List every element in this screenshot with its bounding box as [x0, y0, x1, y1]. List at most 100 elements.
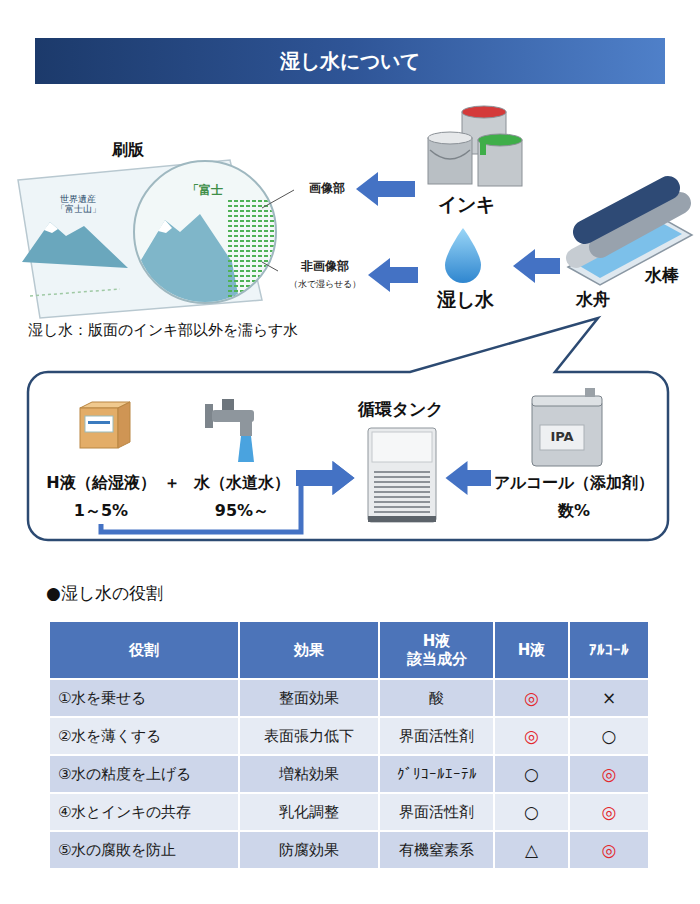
- node-text: 循環タンク: [358, 400, 443, 420]
- table-cell: ○: [495, 756, 568, 792]
- arrow-shaft: [533, 258, 560, 274]
- table-cell: ◎: [495, 718, 568, 754]
- zoom-mountain: [130, 214, 240, 305]
- water-roller: [585, 188, 668, 232]
- table-cell: 有機窒素系: [380, 832, 493, 868]
- ink-drip: [480, 142, 486, 155]
- arrow-head: [368, 258, 390, 292]
- table-cell: 界面活性剤: [380, 718, 493, 754]
- table-cell: 乳化調整: [240, 794, 378, 830]
- ink-cans: [428, 106, 522, 186]
- node-text: 95%～: [215, 502, 269, 520]
- node-text: H液（給湿液）: [46, 474, 155, 492]
- callout-border: [28, 318, 668, 540]
- flow-arrow: [356, 172, 415, 206]
- can-body: [532, 400, 602, 466]
- table-cell: 増粘効果: [240, 756, 378, 792]
- table-cell: ◎: [570, 832, 648, 868]
- ink-item: インキ: [415, 108, 527, 220]
- table-cell: ①水を乗せる: [50, 680, 238, 716]
- arrow-head: [446, 461, 468, 495]
- section-heading: ●湿し水の役割: [46, 583, 163, 603]
- plate-label: 刷版: [112, 140, 144, 159]
- tap-water-item: 水（水道水） 95%～: [188, 392, 296, 524]
- can-lid: [428, 132, 472, 144]
- flow-arrow: [296, 461, 355, 495]
- caption-note: 湿し水：版面のインキ部以外を濡らす水: [28, 321, 298, 339]
- tank-body: [368, 428, 436, 522]
- box-label: [85, 416, 113, 432]
- table-cell: 界面活性剤: [380, 794, 493, 830]
- ipa-can: [532, 388, 602, 466]
- arrow-shaft: [466, 470, 492, 486]
- node-text: 水棒: [645, 266, 679, 286]
- callout-box: H液（給湿液） 1～5% 水（水道水） 95%～ 循環タンク IPAアルコール（添加剤）数…: [28, 372, 668, 540]
- node-text: 数%: [558, 502, 590, 520]
- flow-arrow: [513, 249, 560, 283]
- node-text: IPA: [550, 430, 573, 445]
- arrow-head: [333, 461, 355, 495]
- red-ink: [462, 106, 506, 118]
- flow-arrow: [368, 258, 418, 292]
- table-cell: 酸: [380, 680, 493, 716]
- node-text: 水（水道水）: [194, 474, 290, 492]
- plate-mountain: [22, 222, 128, 268]
- node-text: インキ: [438, 194, 495, 216]
- faucet-handle: [222, 399, 234, 410]
- leader-line: [262, 190, 294, 208]
- can-spout: [585, 388, 595, 397]
- box-band: [88, 421, 110, 424]
- plate-snow: [44, 222, 58, 233]
- can-label: [540, 425, 584, 450]
- non-image-area-label: 非画像部（水で湿らせる）: [282, 257, 368, 294]
- table-cell: ③水の粘度を上げる: [50, 756, 238, 792]
- water-drop: [445, 228, 481, 283]
- table-cell: ④水とインキの共存: [50, 794, 238, 830]
- table-cell: ◎: [495, 680, 568, 716]
- faucet-flange: [205, 404, 213, 428]
- h-liquid-item: H液（給湿液） 1～5%: [40, 392, 162, 524]
- circulation-tank: [368, 428, 436, 522]
- water-stream: [238, 436, 254, 462]
- box-front: [80, 408, 118, 448]
- node-text: 湿し水: [437, 289, 494, 311]
- dampening-water-item: 湿し水: [418, 222, 513, 314]
- table-cell: ｸﾞﾘｺｰﾙｴｰﾃﾙ: [380, 756, 493, 792]
- plus-sign: ＋: [164, 473, 180, 492]
- zoom-snow: [158, 220, 172, 233]
- table-header-cell: 効果: [240, 622, 378, 678]
- table-header-cell: H液: [495, 622, 568, 678]
- plate-print: 世界遺産 「富士山」: [56, 195, 100, 215]
- title-band: 湿し水について: [35, 38, 665, 84]
- alcohol-item: IPAアルコール（添加剤）数%: [491, 392, 657, 524]
- tank-base: [368, 516, 436, 522]
- table-header-cell: H液 該当成分: [380, 622, 493, 678]
- table-cell: 防腐効果: [240, 832, 378, 868]
- node-text: （水で湿らせる）: [289, 279, 361, 289]
- arrow-head: [513, 249, 535, 283]
- table-cell: ⑤水の腐敗を防止: [50, 832, 238, 868]
- table-header-cell: ｱﾙｺｰﾙ: [570, 622, 648, 678]
- tank-grille: [374, 472, 430, 512]
- can-body: [478, 140, 522, 186]
- table-cell: ○: [570, 718, 648, 754]
- arrow-shaft: [388, 267, 418, 283]
- table-header-cell: 役割: [50, 622, 238, 678]
- faucet: [205, 399, 254, 462]
- zoom-content: [130, 200, 288, 305]
- image-dots: [228, 200, 288, 300]
- h-liquid-box: [80, 402, 130, 448]
- arrow-head: [356, 172, 378, 206]
- flow-arrow: [446, 461, 492, 495]
- table-cell: ◎: [570, 756, 648, 792]
- can-top: [532, 396, 602, 406]
- table-cell: ×: [570, 680, 648, 716]
- image-area-label: 画像部: [298, 178, 356, 200]
- zoom-circle: [130, 161, 288, 305]
- tank-item: 循環タンク: [355, 396, 446, 524]
- box-side: [118, 402, 130, 448]
- tank-panel: [372, 432, 432, 462]
- node-text: 1～5%: [74, 502, 128, 520]
- node-text: 画像部: [309, 182, 345, 196]
